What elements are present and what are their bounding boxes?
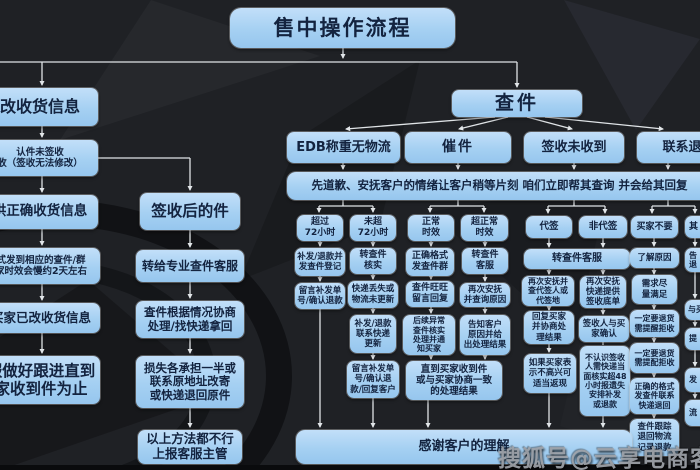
node-cashback-if-unhappy: 如果买家表 示不高兴可 适当返现 [524, 354, 576, 393]
node-until-buyer-receives: 直到买家收到件 或与买家协商一致 的处理结果 [406, 361, 502, 400]
node-confirm-with-signer: 签收人与买 家确认 [579, 316, 629, 342]
node-branch-edb: EDB称重无物流 [287, 132, 400, 163]
node-wangwang-reply: 查件旺旺 留言回复 [406, 281, 454, 307]
node-must-return-reject-2: 一定要退货 需提配拒收 [630, 343, 679, 373]
node-other-reason: 其 [685, 216, 700, 238]
node-message-confirm-refund-reply: 留言补发单 号/确认退 款/回复客户 [347, 361, 399, 398]
node-signed-parcel: 签收后的件 [140, 193, 240, 230]
node-under-72h: 未超 72小时 [350, 215, 396, 241]
node-loss-split: 损失各承担一半或 联系原地址改寄 或快递退回原件 [136, 356, 244, 408]
node-branch-contact-return: 联系退 [637, 132, 700, 163]
node-other-step-1: 告 退 [685, 248, 700, 272]
node-other-step-3: 提 [685, 328, 700, 350]
node-send-to-tracking-group: 式发到相应的查件/群 家时效会慢约2天左右 [0, 248, 100, 284]
node-verify-48h-lost-resend: 不认识签收 人需快递当 面核实超48 小时报遗失 安排补发 或退款 [580, 346, 630, 416]
node-provide-correct-info: 供正确收货信息 [0, 195, 98, 229]
watermark-text: 搜狐号@云享电商客服 [498, 446, 700, 470]
node-satisfy-demand: 需求尽 量满足 [632, 275, 677, 304]
node-lost-or-no-update: 快递丢失或 物流未更新 [348, 281, 398, 308]
node-format-contact-courier-return: 正确的格式 发查件联系 快递退回 [630, 378, 679, 414]
node-understand-reason: 了解原因 [630, 248, 679, 268]
node-other-step-2: 与买 [685, 300, 700, 320]
node-branch-signed-not-received: 签收未收到 [524, 132, 624, 163]
node-proxy-signed: 代签 [526, 216, 572, 238]
node-reply-negotiate-result: 回复买家 并协商处 理结果 [524, 311, 574, 344]
node-track-return-refund: 查件跟踪 退回物流 记录退款 [630, 419, 679, 456]
node-inform-reason-result: 告知客户 原因并给 出处理结果 [460, 315, 510, 355]
node-escalate-supervisor: 以上方法都不行 上报客服主管 [138, 430, 242, 464]
node-resend-refund-register: 补发/退款并 发查件登记 [295, 248, 345, 276]
thanks-banner: 感谢客户的理解 [296, 430, 632, 464]
node-negotiate-handling: 查件根据情况协商 处理/找快递拿回 [136, 301, 244, 338]
node-other-step-4: 发 [685, 368, 700, 392]
apology-banner: 先道歉、安抚客户的情绪让客户稍等片刻 咱们立即帮其查询 并会给其回复 [287, 172, 700, 200]
node-other-step-5: 流 [685, 400, 700, 426]
node-must-return-remind-reject: 一定要退货 需提醒拒收 [630, 310, 679, 337]
node-resend-contact-courier: 补发/退款 联系快递 更新 [350, 315, 396, 353]
node-non-proxy-signed: 非代签 [579, 216, 627, 238]
node-overdue-delivery-time: 超正常 时效 [461, 215, 508, 241]
node-tracking-header: 查件 [452, 90, 582, 117]
node-transfer-tracking-cs: 转查件 客服 [462, 248, 508, 274]
node-buyer-unwanted: 买家不要 [631, 216, 678, 238]
node-transfer-specialist: 转给专业查件客服 [136, 250, 244, 282]
node-modify-shipping-info: 改收货信息 [0, 88, 98, 126]
node-correct-format-group: 正确格式 发查件群 [406, 248, 454, 276]
node-over-72h: 超过 72小时 [297, 215, 343, 241]
node-transfer-verify: 转查件 核实 [350, 248, 396, 274]
node-check-proxy-signer: 再次安抚并 查代签人或 代签地 [522, 276, 574, 306]
node-normal-delivery-time: 正常 时效 [408, 215, 454, 241]
node-soothe-query-reason: 再次安抚 并查询原因 [460, 283, 510, 307]
node-snr-transfer-cs: 转查件客服 [524, 249, 630, 269]
node-branch-urge: 催件 [405, 132, 511, 163]
title-box: 售中操作流程 [230, 8, 455, 48]
node-message-resend-number: 留言补发单 号/确认退款 [295, 283, 345, 309]
bottom-bar [0, 465, 700, 470]
node-follow-abnormal-verify: 后续异常 查件核实 处理并通 知买家 [403, 315, 455, 355]
node-follow-up-until-received: 服做好跟进直到 家收到件为止 [0, 356, 100, 404]
node-buyer-modified-info: 买家已改收货信息 [0, 303, 100, 333]
node-courier-signed-receipt: 再次安抚 快递提供 签收底单 [580, 276, 626, 308]
node-confirm-unsigned: 认件未签收 收（签收无法修改） [0, 140, 98, 176]
